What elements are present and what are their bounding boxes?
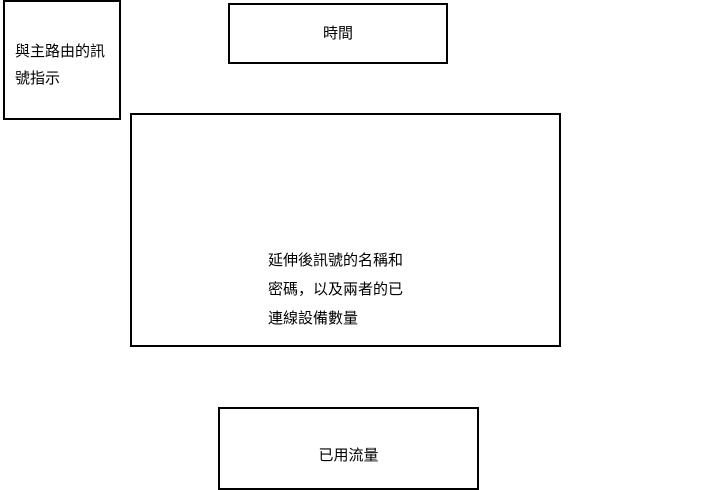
signal-indicator-label: 與主路由的訊 號指示 — [15, 38, 115, 92]
traffic-used-box: 已用流量 — [218, 407, 479, 490]
extended-network-label: 延伸後訊號的名稱和 密碼，以及兩者的已 連線設備數量 — [268, 246, 403, 333]
extended-network-line-1: 延伸後訊號的名稱和 — [268, 251, 404, 269]
extended-network-box: 延伸後訊號的名稱和 密碼，以及兩者的已 連線設備數量 — [130, 113, 561, 347]
extended-network-line-2: 密碼，以及兩者的已 — [268, 280, 404, 298]
signal-indicator-line-1: 與主路由的訊 — [15, 42, 106, 60]
time-label: 時間 — [322, 24, 353, 42]
extended-network-line-3: 連線設備數量 — [268, 309, 359, 327]
signal-indicator-box: 與主路由的訊 號指示 — [3, 0, 121, 120]
traffic-used-label: 已用流量 — [318, 446, 379, 464]
signal-indicator-line-2: 號指示 — [15, 69, 61, 87]
time-box: 時間 — [228, 3, 448, 64]
